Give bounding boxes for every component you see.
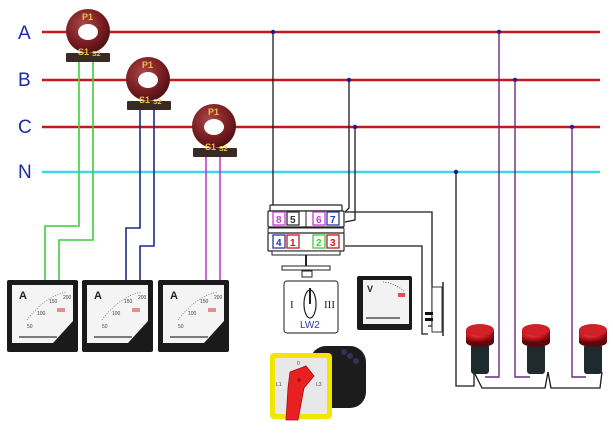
voltmeter-fuse-holder bbox=[425, 282, 444, 336]
junction-dots bbox=[270, 29, 575, 175]
ammeter-scale-label: 150 bbox=[200, 299, 209, 305]
svg-text:S2: S2 bbox=[219, 146, 228, 153]
svg-text:5: 5 bbox=[290, 215, 296, 226]
ammeter-scale-label: 50 bbox=[178, 324, 184, 330]
bus-label-b: B bbox=[18, 70, 31, 91]
lw2-label: LW2 bbox=[300, 320, 320, 331]
svg-text:P1: P1 bbox=[82, 12, 93, 22]
terminal-7: 7 bbox=[326, 211, 340, 226]
current-transformer-c: P1 S1 S2 bbox=[192, 104, 237, 157]
ammeter-unit: A bbox=[19, 290, 27, 302]
terminal-1: 1 bbox=[286, 234, 300, 249]
terminal-3: 3 bbox=[326, 234, 340, 249]
rotary-label-0: 0 bbox=[297, 361, 300, 367]
svg-text:S2: S2 bbox=[153, 99, 162, 106]
rotary-label-l3: L3 bbox=[316, 382, 322, 388]
ct-a-secondary-wires bbox=[44, 58, 94, 282]
switch-position-iii: III bbox=[324, 299, 335, 311]
ammeter-scale-label: 100 bbox=[37, 311, 46, 317]
ammeter-scale-label: 200 bbox=[63, 295, 72, 301]
terminal-6: 6 bbox=[312, 211, 326, 226]
svg-text:1: 1 bbox=[290, 238, 296, 249]
svg-text:2: 2 bbox=[316, 238, 322, 249]
ct-b-secondary-wires bbox=[125, 106, 155, 282]
ammeter-scale-label: 50 bbox=[27, 324, 33, 330]
svg-text:8: 8 bbox=[276, 215, 282, 226]
rotary-label-l1: L1 bbox=[276, 382, 282, 388]
ammeter-scale-label: 100 bbox=[188, 311, 197, 317]
ammeter-unit: A bbox=[94, 290, 102, 302]
switch-position-i: I bbox=[290, 299, 294, 311]
lamp-neutral-wires bbox=[455, 172, 603, 389]
ammeter-scale-label: 150 bbox=[124, 299, 133, 305]
ammeter-scale-label: 200 bbox=[214, 295, 223, 301]
svg-text:S1: S1 bbox=[139, 95, 150, 105]
terminal-2: 2 bbox=[312, 234, 326, 249]
ammeter-scale-label: 150 bbox=[49, 299, 58, 305]
terminal-4: 4 bbox=[272, 234, 286, 249]
voltmeter: V bbox=[357, 276, 412, 330]
bus-label-n: N bbox=[18, 162, 32, 183]
terminal-8: 8 bbox=[272, 211, 286, 226]
svg-text:S1: S1 bbox=[78, 47, 89, 57]
lamp-phase-wires bbox=[485, 32, 586, 378]
svg-text:7: 7 bbox=[330, 215, 336, 226]
indicator-lamp-c bbox=[579, 324, 607, 374]
ct-c-secondary-wires bbox=[205, 153, 221, 282]
svg-text:S1: S1 bbox=[205, 142, 216, 152]
svg-text:P1: P1 bbox=[208, 107, 219, 117]
svg-text:S2: S2 bbox=[92, 51, 101, 58]
svg-text:6: 6 bbox=[316, 215, 322, 226]
ammeter-unit: A bbox=[170, 290, 178, 302]
indicator-lamp-b bbox=[522, 324, 550, 374]
svg-text:P1: P1 bbox=[142, 60, 153, 70]
terminal-5: 5 bbox=[286, 211, 300, 226]
svg-text:3: 3 bbox=[330, 238, 336, 249]
rotary-selector-switch: 0 L1 L3 bbox=[270, 346, 366, 421]
ammeter-scale-label: 50 bbox=[102, 324, 108, 330]
bus-label-c: C bbox=[18, 117, 32, 138]
svg-text:V: V bbox=[367, 284, 373, 294]
current-transformer-b: P1 S1 S2 bbox=[126, 57, 171, 110]
indicator-lamp-a bbox=[466, 324, 494, 374]
ammeter-scale-label: 100 bbox=[112, 311, 121, 317]
bus-label-a: A bbox=[18, 23, 31, 44]
svg-text:4: 4 bbox=[276, 238, 282, 249]
ammeter-scale-label: 200 bbox=[138, 295, 147, 301]
current-transformer-a: P1 S1 S2 bbox=[66, 9, 110, 62]
